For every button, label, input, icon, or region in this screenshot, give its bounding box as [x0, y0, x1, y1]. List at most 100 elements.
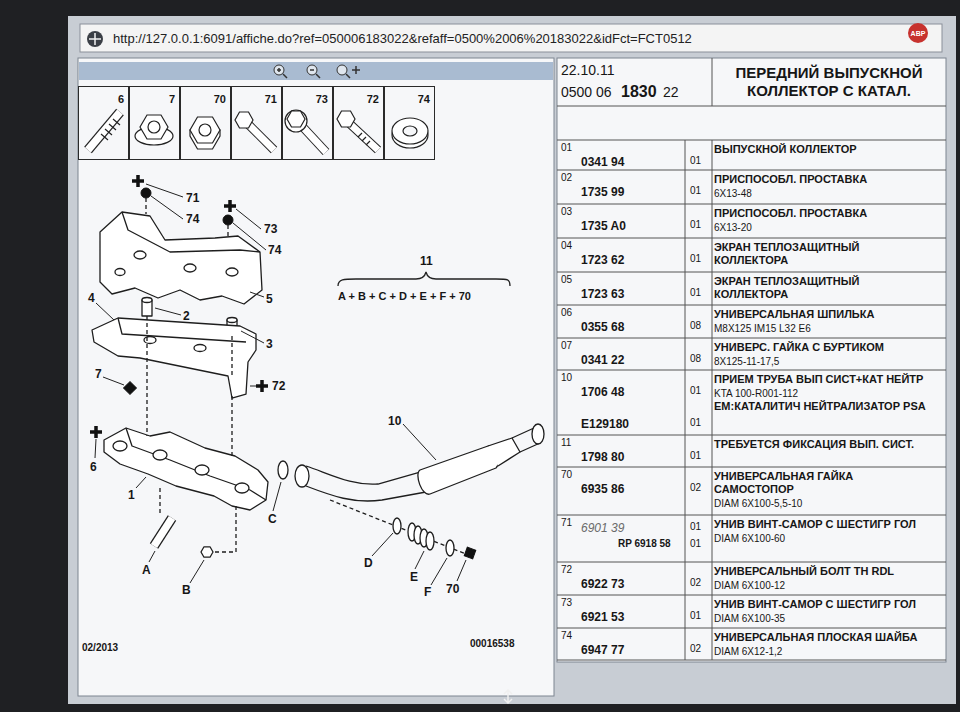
callout-number: 6 — [90, 460, 97, 474]
table-cell: 1723 62 — [581, 253, 624, 267]
table-grid — [557, 515, 946, 516]
table-cell: ПРИСПОСОБЛ. ПРОСТАВКА — [714, 173, 940, 186]
table-cell: 0341 94 — [581, 155, 624, 169]
table-cell: 04 — [561, 240, 572, 252]
toolbar — [310, 70, 320, 78]
callout-number: 70 — [446, 582, 459, 596]
fastener-icon — [358, 133, 370, 145]
callout-number: B — [182, 583, 191, 597]
callout-number: F — [424, 585, 431, 599]
table-cell: 01 — [690, 610, 701, 622]
fastener-icon — [248, 124, 274, 150]
callout-number: 4 — [88, 291, 95, 305]
callout-number: C — [268, 512, 277, 526]
fastener-icon — [235, 112, 253, 128]
table-cell: ВЫПУСКНОЙ КОЛЛЕКТОР — [714, 143, 940, 156]
callout-marker — [464, 547, 476, 559]
fastener-box: 71 — [231, 86, 282, 160]
table-cell: ПРИЕМ ТРУБА ВЫП СИСТ+КАТ НЕЙТР — [714, 373, 940, 386]
table-cell: 01 — [561, 142, 572, 154]
callout-number: 74 — [418, 93, 430, 105]
url-text: http://127.0.0.1:6091/affiche.do?ref=050… — [113, 31, 692, 47]
exploded-view — [426, 532, 434, 550]
screen-frame — [78, 58, 554, 696]
table-grid — [557, 140, 946, 141]
exploded-view — [146, 198, 236, 552]
toolbar — [79, 62, 553, 80]
kit-formula: A + B + C + D + E + F + 70 — [338, 290, 471, 303]
table-grid — [557, 272, 946, 273]
exploded-view — [118, 318, 246, 342]
fastener-box: 70 — [180, 86, 231, 160]
fastener-icon — [88, 112, 120, 150]
table-cell: 71 — [561, 517, 572, 529]
leader-line — [95, 184, 510, 585]
table-description-cell: УНИВ ВИНТ-САМОР С ШЕСТИГР ГОЛDIAM 6X100-… — [714, 518, 942, 545]
table-cell: DIAM 6X100-5,5-10 — [714, 498, 942, 510]
table-grid — [557, 562, 946, 563]
exploded-view — [226, 268, 238, 276]
callout-number: 71 — [186, 191, 199, 205]
table-description-cell: ЭКРАН ТЕПЛОЗАЩИТНЫЙ КОЛЛЕКТОРА — [714, 275, 942, 301]
exploded-view — [184, 264, 196, 272]
table-cell: 01 — [690, 417, 701, 429]
table-grid — [557, 238, 946, 239]
table-grid — [557, 204, 946, 205]
exploded-view — [278, 461, 288, 479]
exploded-view — [446, 540, 454, 556]
table-cell: ЕМ:КАТАЛИТИЧ НЕЙТРАЛИЗАТОР PSA — [714, 400, 940, 413]
exploded-view — [144, 337, 156, 344]
callout-number: 73 — [316, 93, 328, 105]
table-cell: 8X125-11-17,5 — [714, 356, 942, 368]
fastener-icon — [403, 126, 417, 136]
callout-number: A — [142, 563, 151, 577]
table-cell: УНИВЕРСАЛЬНАЯ ШПИЛЬКА — [714, 308, 940, 321]
table-cell: 1706 48 — [581, 385, 624, 399]
table-cell: DIAM 6X100-12 — [714, 580, 942, 592]
url-bar — [80, 24, 942, 52]
callout-number: 72 — [367, 93, 379, 105]
table-cell: 01 — [690, 450, 701, 462]
header-code: 0500 06 — [561, 84, 612, 101]
table-cell: 0341 22 — [581, 353, 624, 367]
table-cell: 02 — [690, 482, 701, 494]
table-cell: 02 — [690, 643, 701, 655]
callout-number: E — [410, 570, 418, 584]
exploded-view — [393, 518, 401, 534]
table-cell: 07 — [561, 340, 572, 352]
exploded-view — [154, 518, 172, 546]
table-cell: 1798 80 — [581, 450, 624, 464]
header-code: 22 — [663, 84, 679, 101]
table-cell: ЭКРАН ТЕПЛОЗАЩИТНЫЙ КОЛЛЕКТОРА — [714, 275, 879, 301]
toolbar — [337, 65, 347, 75]
callout-marker — [90, 175, 476, 559]
table-grid — [557, 595, 946, 596]
url-bar — [87, 31, 103, 47]
footer-code: 02/2013 — [82, 642, 118, 654]
table-cell: 6901 39 — [581, 521, 624, 535]
table-cell: 01 — [690, 521, 701, 533]
table-cell: УНИВ ВИНТ-САМОР С ШЕСТИГР ГОЛ — [714, 518, 940, 531]
url-bar — [89, 33, 101, 45]
table-cell: 74 — [561, 630, 572, 642]
scroll-handle — [504, 690, 512, 703]
exploded-view — [126, 428, 266, 500]
fastener-box: 6 — [78, 86, 129, 160]
exploded-view — [122, 212, 260, 252]
table-description-cell: ТРЕБУЕТСЯ ФИКСАЦИЯ ВЫП. СИСТ. — [714, 438, 942, 451]
fastener-icon — [190, 117, 220, 143]
exploded-view — [295, 465, 309, 487]
fastener-icon — [140, 115, 168, 139]
table-cell: УНИВЕРСАЛЬНАЯ ПЛОСКАЯ ШАЙБА — [714, 631, 940, 644]
table-grid — [557, 660, 946, 661]
screen-frame — [557, 58, 946, 662]
table-cell: 01 — [690, 385, 701, 397]
exploded-view — [134, 251, 146, 259]
table-cell: 01 — [690, 287, 701, 299]
exploded-view — [488, 438, 520, 466]
table-description-cell: ВЫПУСКНОЙ КОЛЛЕКТОР — [714, 143, 942, 156]
table-grid — [685, 140, 686, 660]
table-cell: ЭКРАН ТЕПЛОЗАЩИТНЫЙ КОЛЛЕКТОРА — [714, 241, 879, 267]
table-cell: DIAM 6X12-1,2 — [714, 646, 942, 658]
